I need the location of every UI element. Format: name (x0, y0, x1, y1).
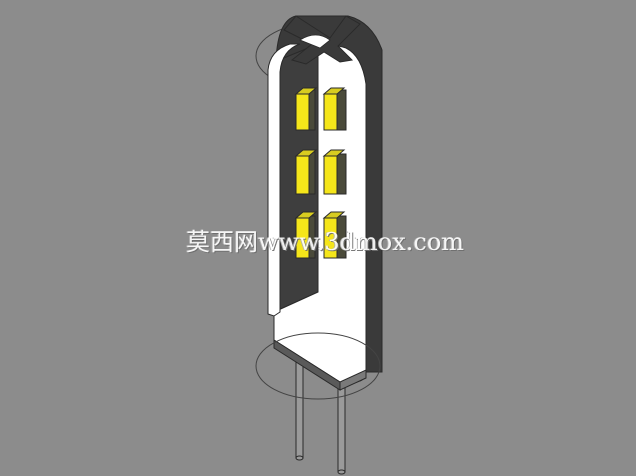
led-chip[interactable] (294, 211, 318, 259)
led-chip[interactable] (322, 87, 347, 131)
bottom-selection-ring[interactable] (255, 332, 381, 400)
led-chip[interactable] (294, 149, 318, 195)
board-bottom-edge-right (339, 369, 367, 391)
watermark-text: 莫西网www.3dmox.com (186, 228, 465, 256)
pin-left-tip (295, 455, 304, 461)
led-chip[interactable] (294, 87, 318, 131)
led-chips (294, 87, 347, 259)
led-chip[interactable] (322, 211, 347, 259)
pin-right-tip (337, 469, 346, 475)
led-chip[interactable] (322, 149, 347, 195)
board-left-edge (267, 43, 301, 317)
top-cap-highlight (299, 34, 331, 49)
led-board[interactable] (267, 15, 383, 391)
